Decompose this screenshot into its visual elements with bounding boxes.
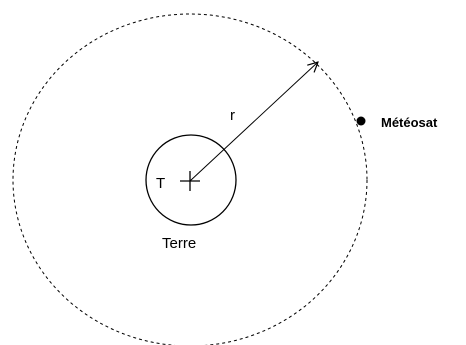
center-label: T [156,175,165,192]
earth-label: Terre [162,235,196,252]
orbit-circle [12,13,368,345]
radius-label: r [230,107,235,124]
satellite-dot [356,116,366,126]
satellite-label: Météosat [381,115,438,130]
radius-arrow [189,62,318,182]
earth-circle [145,134,237,226]
